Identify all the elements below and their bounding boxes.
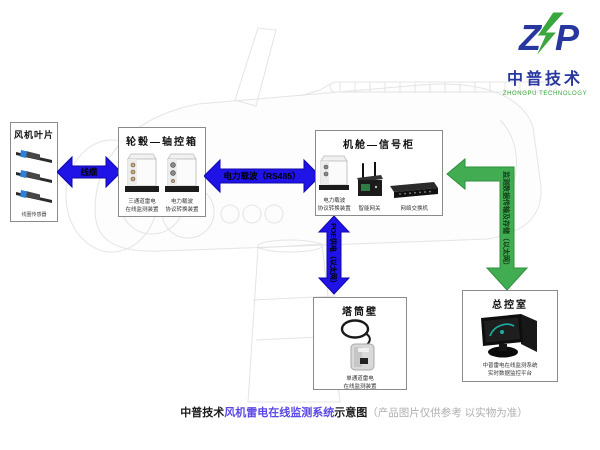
device-caption: 中普雷电在线监测系统 实时数据监控平台	[482, 363, 538, 377]
data-transfer-arrow: 监测数据传输及存储（以太网）	[446, 157, 529, 291]
device-caption: 智能网关	[358, 206, 381, 212]
blades-sensor-caption: 线圈传感器	[21, 212, 47, 218]
caption-highlight: 风机雷电在线监测系统	[224, 407, 335, 419]
logo-glyph-icon: Z P	[518, 11, 580, 59]
cable-arrow: 线缆	[57, 155, 121, 189]
cable-arrow-label: 线缆	[80, 167, 98, 177]
svg-text:P: P	[555, 17, 580, 58]
data-transfer-arrow-label: 监测数据传输及存储（以太网）	[502, 171, 511, 269]
nacelle-device-switch: 网络交换机	[388, 162, 440, 213]
logo-company-name: 中普技术	[506, 71, 583, 88]
nacelle-device-gateway: 智能网关	[352, 162, 386, 213]
plc-converter-device-image	[165, 153, 199, 192]
blade-sensor-image	[16, 190, 52, 203]
diagram-caption: 中普技术风机雷电在线监测系统示意图（产品图片仅供参考 以实物为准）	[0, 403, 600, 421]
logo-company-name-en: ZHONGPU TECHNOLOGY	[502, 91, 588, 97]
network-switch-device-image	[390, 182, 439, 198]
single-channel-monitor-device-image	[340, 319, 375, 371]
monitoring-platform-screen-image	[481, 314, 537, 358]
nacelle-device-plc: 电力载波 协议转换装置	[318, 154, 351, 213]
poe-arrow-label: POE供电（以太网）	[329, 223, 338, 287]
device-caption: 三通道雷电 在线监测装置	[125, 199, 159, 213]
tower-box: 塔筒壁 单通道雷电 在线监测装置	[313, 297, 407, 390]
company-logo: Z P 中普技术 ZHONGPU TECHNOLOGY	[497, 10, 593, 97]
blades-box-title: 风机叶片	[13, 130, 54, 140]
caption-prefix: 中普技术	[180, 407, 225, 419]
nacelle-box: 机舱—信号柜 电力载波 协议转换装置	[315, 130, 443, 216]
blade-sensor-image	[16, 170, 52, 183]
plc-converter-device-image	[319, 155, 350, 190]
plc-arrow-label: 电力载波（RS485）	[224, 171, 301, 181]
poe-arrow: POE供电（以太网）	[317, 216, 351, 295]
control-room-box: 总控室 中普雷电在线监测系统 实时数据监控平台	[462, 290, 558, 382]
control-room-box-title: 总控室	[492, 300, 528, 311]
caption-suffix: 示意图	[334, 407, 368, 419]
nacelle-box-title: 机舱—信号柜	[343, 140, 415, 151]
lightning-monitor-device-image	[125, 153, 159, 192]
plc-arrow: 电力载波（RS485）	[204, 158, 320, 194]
hub-box: 轮毂—轴控箱 三通道雷电 在线监测装置	[118, 127, 206, 217]
hub-box-title: 轮毂—轴控箱	[126, 137, 198, 148]
blade-sensor-image	[16, 150, 52, 163]
device-caption: 电力载波 协议转换装置	[165, 199, 199, 213]
device-caption: 电力载波 协议转换装置	[317, 198, 351, 212]
device-caption: 单通道雷电 在线监测装置	[343, 376, 377, 390]
hub-device-monitor: 三通道雷电 在线监测装置	[125, 151, 159, 214]
hub-device-plc: 电力载波 协议转换装置	[165, 151, 199, 214]
blades-box: 风机叶片 线圈传感器	[10, 122, 58, 222]
caption-note: （产品图片仅供参考 以实物为准）	[367, 407, 528, 419]
device-caption: 网络交换机	[400, 206, 428, 212]
tower-box-title: 塔筒壁	[342, 307, 378, 318]
smart-gateway-device-image	[357, 162, 384, 196]
